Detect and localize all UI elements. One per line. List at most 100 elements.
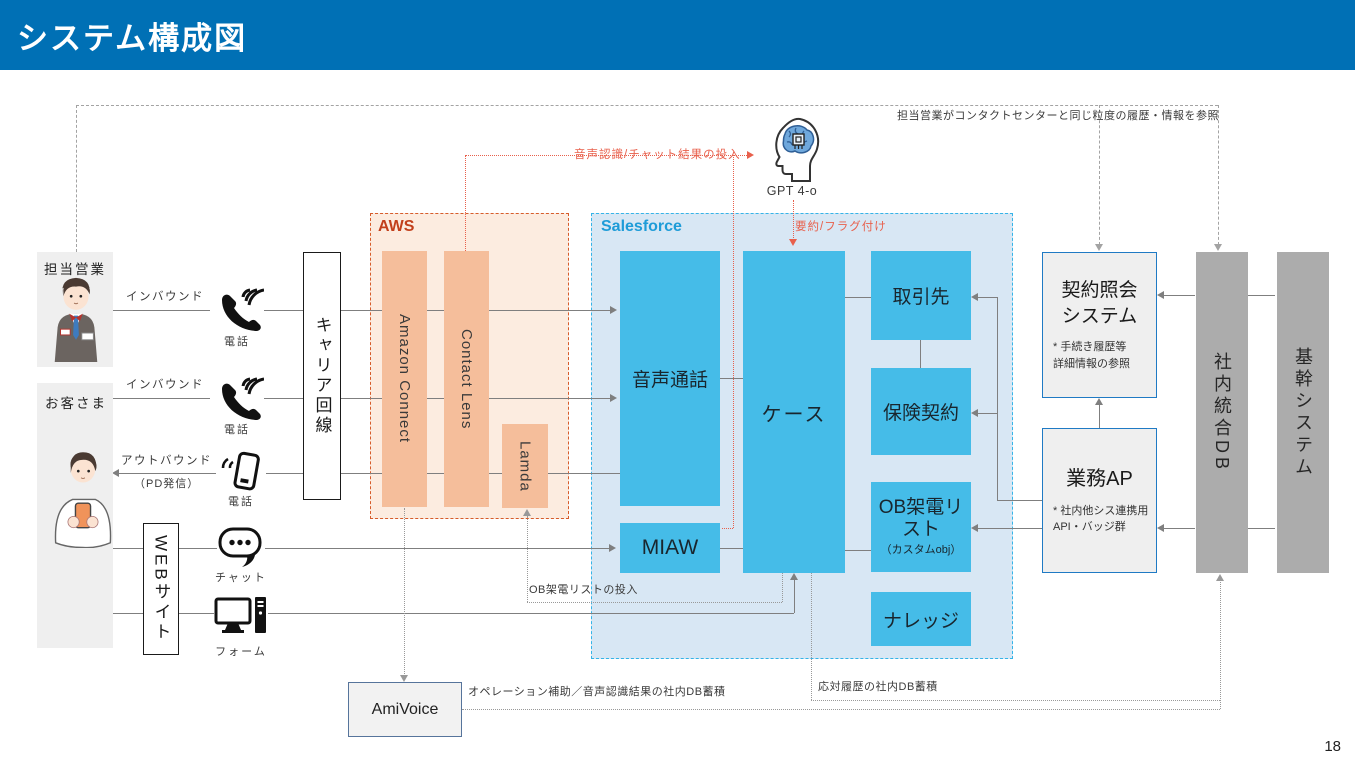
line-businessap-contract bbox=[1099, 404, 1100, 428]
insurance-contract-box: 保険契約 bbox=[871, 368, 971, 455]
arrowhead bbox=[523, 509, 531, 516]
line-voice-case bbox=[720, 378, 743, 379]
line-inbound-bottom bbox=[113, 398, 611, 399]
business-ap-note: * 社内他シス連携用 API・バッジ群 bbox=[1053, 504, 1149, 534]
connector-connect-amivoice bbox=[404, 508, 405, 676]
voice-call-box: 音声通話 bbox=[620, 251, 720, 506]
amivoice-box: AmiVoice bbox=[348, 682, 462, 737]
line-account-insurance bbox=[920, 340, 921, 368]
connector-case-down bbox=[782, 573, 783, 602]
miaw-box: MIAW bbox=[620, 523, 720, 573]
line-to-insurance bbox=[977, 413, 998, 414]
outbound-label: アウトバウンド bbox=[121, 455, 212, 467]
arrowhead bbox=[971, 524, 978, 532]
customer-label: お客さま bbox=[45, 396, 107, 411]
carrier-line-box: キャリア回線 bbox=[303, 252, 341, 500]
chat-label: チャット bbox=[215, 572, 267, 584]
phone-mid-label: 電話 bbox=[224, 424, 250, 436]
core-system-box: 基幹システム bbox=[1277, 252, 1329, 573]
line-form bbox=[113, 613, 794, 614]
line-db-businessap bbox=[1163, 528, 1195, 529]
header-bar bbox=[0, 0, 1355, 70]
ob-call-list-box: OB架電リ スト （カスタムobj） bbox=[871, 482, 971, 572]
line-outbound bbox=[119, 473, 620, 474]
form-computer-icon bbox=[214, 595, 268, 641]
line-case-oblist bbox=[845, 550, 871, 551]
smartphone-icon bbox=[216, 451, 266, 493]
voice-chat-input-note: 音声認識/チャット結果の投入 bbox=[574, 149, 741, 161]
contract-inquiry-box: 契約照会 システム * 手続き履歴等 詳細情報の参照 bbox=[1042, 252, 1157, 398]
business-ap-box: 業務AP * 社内他シス連携用 API・バッジ群 bbox=[1042, 428, 1157, 573]
gpt-brain-icon bbox=[775, 117, 819, 182]
website-box: WEBサイト bbox=[143, 523, 179, 655]
connector-up-internal-db bbox=[1220, 580, 1221, 709]
connector-oblist-input bbox=[527, 602, 782, 603]
line-businessap-out bbox=[997, 500, 1042, 501]
arrowhead bbox=[610, 306, 617, 314]
phone-out-label: 電話 bbox=[228, 496, 254, 508]
sales-rep-avatar bbox=[54, 277, 98, 363]
contract-inquiry-title: 契約照会 システム bbox=[1061, 279, 1138, 327]
line-to-oblist bbox=[977, 528, 1042, 529]
ob-call-list-label: OB架電リ スト bbox=[878, 496, 964, 541]
lamda-box: Lamda bbox=[502, 424, 548, 508]
connector-case-history-down bbox=[811, 573, 812, 700]
contract-inquiry-note: * 手続き履歴等 詳細情報の参照 bbox=[1053, 341, 1130, 370]
arrowhead bbox=[400, 675, 408, 682]
phone-top-label: 電話 bbox=[224, 336, 250, 348]
amazon-connect-box: Amazon Connect bbox=[382, 251, 427, 507]
arrowhead bbox=[1157, 291, 1164, 299]
salesforce-label: Salesforce bbox=[601, 218, 682, 235]
line-db-core-bottom bbox=[1248, 528, 1275, 529]
arrowhead bbox=[790, 573, 798, 580]
top-reference-note: 担当営業がコンタクトセンターと同じ粒度の履歴・情報を参照 bbox=[897, 110, 1219, 122]
line-miaw-case bbox=[720, 548, 743, 549]
ob-call-list-sub: （カスタムobj） bbox=[880, 544, 962, 557]
form-label: フォーム bbox=[215, 646, 267, 658]
ob-list-input-note: OB架電リストの投入 bbox=[529, 584, 638, 596]
operation-support-note: オペレーション補助／音声認識結果の社内DB蓄積 bbox=[468, 686, 726, 698]
page-title: システム構成図 bbox=[17, 21, 248, 56]
case-box: ケース bbox=[743, 251, 845, 573]
line-chat bbox=[113, 548, 610, 549]
phone-icon bbox=[210, 284, 265, 331]
aws-label: AWS bbox=[378, 218, 415, 235]
chat-icon bbox=[217, 524, 265, 568]
arrowhead bbox=[112, 469, 119, 477]
sales-rep-label: 担当営業 bbox=[44, 262, 106, 277]
inbound-top-label: インバウンド bbox=[126, 291, 204, 303]
connector-to-gpt bbox=[465, 155, 747, 156]
line-db-contract bbox=[1163, 295, 1195, 296]
connector-top-reference bbox=[76, 105, 1218, 106]
arrowhead bbox=[610, 394, 617, 402]
customer-avatar bbox=[54, 452, 112, 548]
connector-to-contract-inquiry bbox=[1099, 105, 1100, 245]
phone-icon bbox=[210, 373, 265, 420]
arrowhead bbox=[971, 409, 978, 417]
line-inbound-top bbox=[113, 310, 611, 311]
internal-db-box: 社内統合DB bbox=[1196, 252, 1248, 573]
account-box: 取引先 bbox=[871, 251, 971, 340]
gpt-label: GPT 4-o bbox=[766, 184, 818, 198]
arrowhead bbox=[1216, 574, 1224, 581]
connector-contactlens-to-gpt bbox=[465, 155, 466, 251]
arrowhead bbox=[1214, 244, 1222, 251]
connector-amivoice-right bbox=[462, 709, 1220, 710]
arrowhead bbox=[609, 544, 616, 552]
summary-flagging-note: 要約/フラグ付け bbox=[795, 221, 887, 233]
arrowhead bbox=[971, 293, 978, 301]
connector-to-lamda bbox=[527, 516, 528, 602]
arrowhead bbox=[747, 151, 754, 159]
line-businessap-branch bbox=[997, 297, 998, 500]
response-history-note: 応対履歴の社内DB蓄積 bbox=[818, 681, 938, 693]
knowledge-box: ナレッジ bbox=[871, 592, 971, 646]
line-form-up bbox=[794, 579, 795, 613]
connector-miaw-to-gpt bbox=[733, 155, 734, 528]
page-number: 18 bbox=[1324, 738, 1341, 755]
connector-miaw-hook bbox=[722, 528, 733, 529]
business-ap-title: 業務AP bbox=[1066, 467, 1133, 490]
inbound-bottom-label: インバウンド bbox=[126, 379, 204, 391]
connector-sales-up bbox=[76, 105, 77, 252]
arrowhead bbox=[789, 239, 797, 246]
